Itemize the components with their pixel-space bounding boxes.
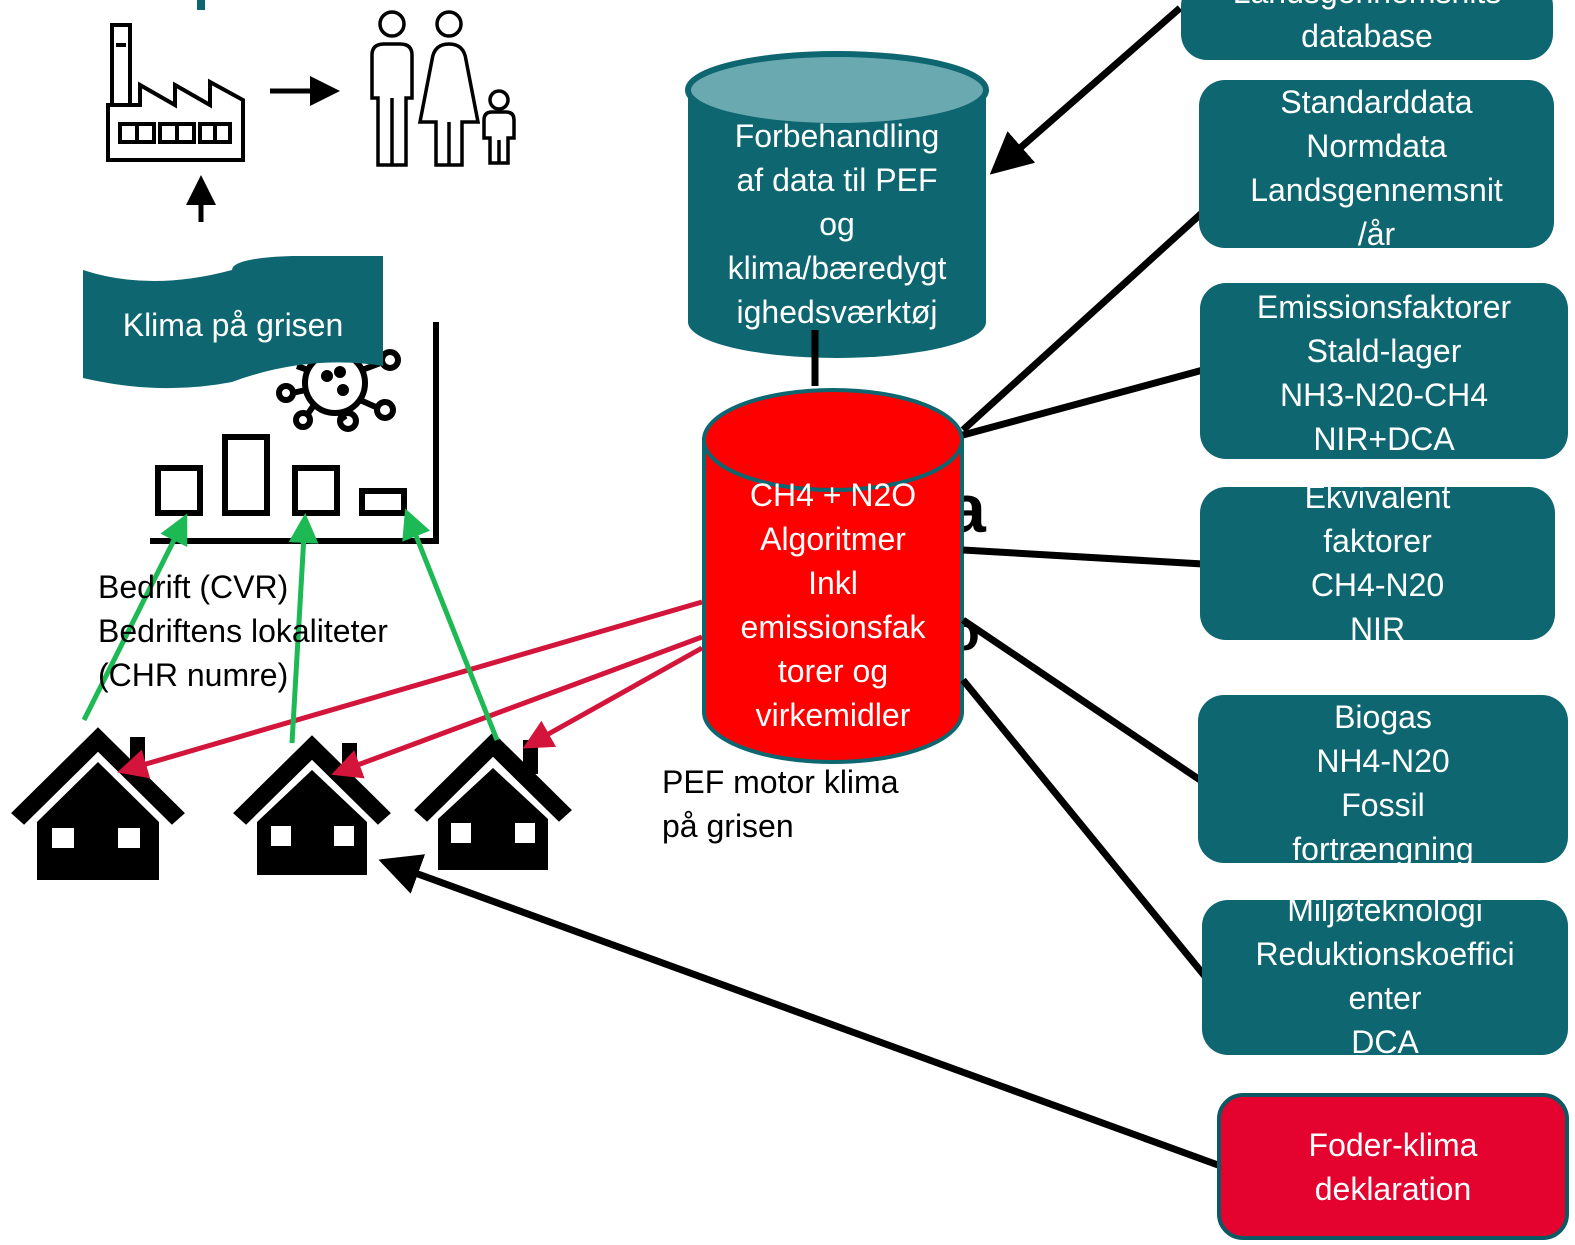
preprocess-line: og bbox=[819, 206, 855, 242]
engine-db-label: CH4 + N2O Algoritmer Inkl emissionsfak t… bbox=[704, 473, 962, 737]
source-equivalent-factors: Ekvivalent faktorer CH4-N20 NIR bbox=[1200, 487, 1555, 640]
banner-label-text: Klima på grisen bbox=[122, 307, 344, 343]
source-connectors bbox=[960, 209, 1211, 983]
house-1-to-chart-arrow bbox=[81, 513, 188, 722]
company-line-chr: (CHR numre) bbox=[98, 657, 289, 693]
source-line: Stald-lager bbox=[1306, 333, 1462, 369]
source-line: Standarddata bbox=[1280, 84, 1473, 120]
preprocess-db-label: Forbehandling af data til PEF og klima/b… bbox=[688, 114, 986, 334]
source-line: DCA bbox=[1351, 1024, 1419, 1055]
source-line: Ekvivalent bbox=[1304, 487, 1451, 515]
bar-chart-icon bbox=[150, 322, 439, 544]
engine-line: Algoritmer bbox=[760, 521, 906, 557]
preprocess-line: Forbehandling bbox=[734, 118, 940, 154]
source-line: NIR bbox=[1349, 611, 1406, 640]
engine-line: virkemidler bbox=[755, 697, 911, 733]
engine-db-cylinder bbox=[702, 388, 964, 764]
source-line: fortrængning bbox=[1292, 831, 1474, 863]
source-feed-climate-declaration: Foder-klima deklaration bbox=[1217, 1093, 1569, 1240]
house-icon bbox=[414, 732, 572, 870]
connector-standard-data bbox=[960, 209, 1206, 433]
source-line: Reduktionskoeffici bbox=[1255, 936, 1515, 972]
source-emission-factors: Emissionsfaktorer Stald-lager NH3-N20-CH… bbox=[1200, 283, 1568, 459]
source-line: Biogas bbox=[1334, 699, 1432, 735]
engine-caption-line: PEF motor klima bbox=[662, 764, 899, 800]
house-icon bbox=[11, 727, 185, 880]
banner-label: Klima på grisen bbox=[83, 303, 383, 347]
factory-icon bbox=[106, 23, 245, 162]
houses-to-chart-arrows bbox=[81, 508, 500, 744]
top-marker bbox=[197, 0, 205, 10]
preprocess-line: ighedsværktøj bbox=[736, 294, 938, 330]
source-line: NH3-N20-CH4 bbox=[1279, 377, 1489, 413]
company-line-locations: Bedriftens lokaliteter bbox=[98, 613, 388, 649]
house-icon bbox=[233, 735, 391, 875]
connector-emission-factors bbox=[962, 366, 1204, 439]
company-info: Bedrift (CVR) Bedriftens lokaliteter (CH… bbox=[98, 565, 388, 697]
preprocess-line: af data til PEF bbox=[736, 162, 938, 198]
house-2-to-chart-arrow bbox=[288, 513, 319, 744]
source-line: Fossil bbox=[1341, 787, 1425, 823]
national-db-arrow bbox=[989, 5, 1183, 175]
source-line: Landsgennemsnits bbox=[1233, 0, 1502, 14]
source-line: CH4-N20 bbox=[1310, 567, 1445, 603]
feed-declaration-arrow bbox=[378, 854, 1220, 1169]
engine-line: CH4 + N2O bbox=[749, 477, 917, 513]
company-line-cvr: Bedrift (CVR) bbox=[98, 569, 289, 605]
connector-environmental-technology bbox=[960, 677, 1211, 983]
connector-biogas bbox=[961, 617, 1205, 785]
house-3-to-chart-arrow bbox=[402, 508, 500, 741]
source-line: enter bbox=[1348, 980, 1422, 1016]
source-line: Normdata bbox=[1306, 128, 1447, 164]
family-icon bbox=[370, 10, 516, 167]
engine-line: torer og bbox=[777, 653, 889, 689]
engine-caption-line: på grisen bbox=[662, 808, 794, 844]
source-line: deklaration bbox=[1314, 1170, 1472, 1207]
preprocess-line: klima/bæredygt bbox=[727, 250, 947, 286]
source-line: Foder-klima bbox=[1308, 1126, 1478, 1163]
source-environmental-technology: Miljøteknologi Reduktionskoeffici enter … bbox=[1202, 900, 1568, 1055]
source-line: NH4-N20 bbox=[1316, 743, 1450, 779]
connector-equivalent-factors bbox=[962, 546, 1204, 568]
preprocess-db-cylinder bbox=[685, 51, 989, 358]
source-national-database: Landsgennemsnits database bbox=[1181, 0, 1553, 60]
engine-to-houses-arrows bbox=[117, 599, 704, 779]
banner-shape bbox=[83, 256, 383, 389]
engine-line: Inkl bbox=[808, 565, 858, 601]
engine-to-house-2-arrow bbox=[331, 634, 703, 779]
source-line: Miljøteknologi bbox=[1287, 900, 1483, 928]
engine-line: emissionsfak bbox=[740, 609, 926, 645]
virus-icon bbox=[276, 349, 401, 432]
source-line: Emissionsfaktorer bbox=[1256, 289, 1512, 325]
source-line: NIR+DCA bbox=[1313, 421, 1455, 457]
source-line: faktorer bbox=[1323, 523, 1432, 559]
engine-to-house-1-arrow bbox=[117, 599, 703, 779]
source-line: database bbox=[1301, 18, 1433, 54]
source-standard-data: Standarddata Normdata Landsgennemsnit /å… bbox=[1199, 80, 1554, 248]
source-line: Landsgennemsnit bbox=[1250, 172, 1503, 208]
source-line: /år bbox=[1357, 216, 1396, 248]
engine-to-house-3-arrow bbox=[522, 645, 704, 749]
engine-caption: PEF motor klima på grisen bbox=[662, 760, 898, 848]
source-biogas: Biogas NH4-N20 Fossil fortrængning bbox=[1198, 695, 1568, 863]
